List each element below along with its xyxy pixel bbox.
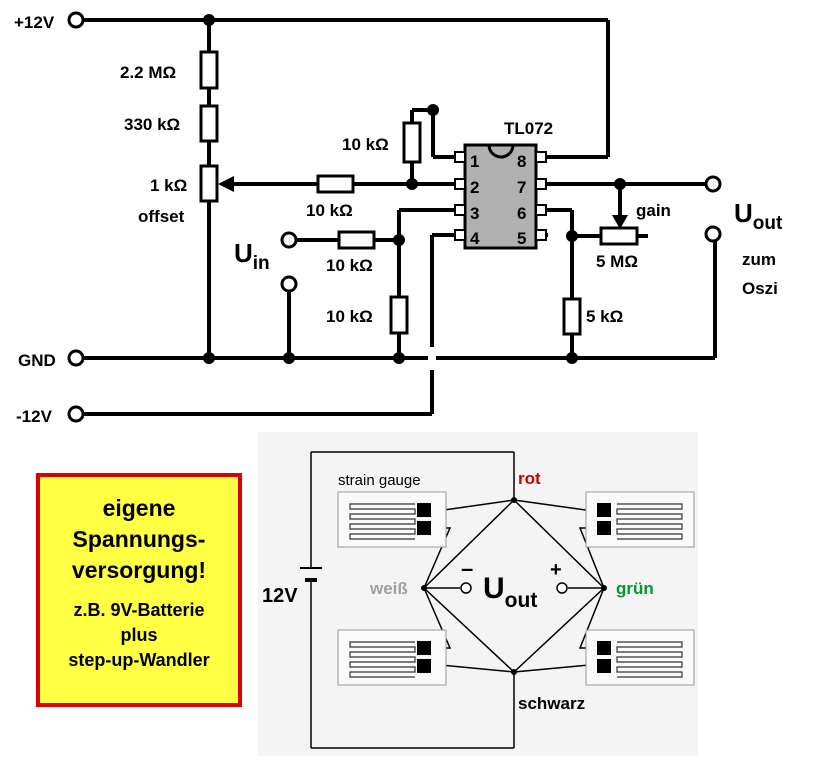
label-r-input-inv: 10 kΩ	[306, 201, 353, 220]
label-gain: gain	[636, 201, 671, 220]
label-r-top: 2.2 MΩ	[120, 63, 176, 82]
label-bridge-plus: +	[550, 559, 562, 581]
terminal-pos	[67, 11, 85, 29]
ic-pin-5: 5	[517, 229, 526, 248]
pot-offset	[199, 164, 219, 203]
bridge-panel	[258, 432, 698, 756]
label-rail-pos: +12V	[14, 13, 55, 32]
offset-pot-wiper-arrow	[218, 176, 234, 192]
bridge-terminal-minus	[460, 582, 472, 594]
resistor-330k	[199, 104, 219, 143]
label-pot-offset-value: 1 kΩ	[150, 176, 187, 195]
terminal-uin-minus	[280, 275, 298, 293]
label-r-feedback: 10 kΩ	[342, 135, 389, 154]
label-uout-note1: zum	[742, 250, 776, 269]
label-r-gain-ground: 5 kΩ	[586, 307, 623, 326]
ic-pin-7: 7	[517, 178, 526, 197]
label-r-ground-noninv: 10 kΩ	[326, 307, 373, 326]
label-bridge-minus: –	[461, 556, 473, 581]
resistor-2-2M	[199, 50, 219, 90]
label-wire-rot: rot	[518, 469, 541, 488]
strain-gauge-bottom-left	[337, 629, 447, 686]
terminal-gnd	[67, 349, 85, 367]
ic-pin-6: 6	[517, 204, 526, 223]
terminal-uin-plus	[280, 231, 298, 249]
label-r-input-noninv: 10 kΩ	[326, 256, 373, 275]
ic-pin-3: 3	[470, 204, 479, 223]
label-wire-schwarz: schwarz	[518, 694, 585, 713]
label-ic: TL072	[504, 119, 553, 138]
strain-gauge-top-left	[337, 491, 447, 548]
label-wire-gruen: grün	[616, 579, 654, 598]
note-line-1: eigene	[102, 495, 176, 521]
label-battery: 12V	[262, 585, 298, 607]
label-uout-note2: Oszi	[742, 279, 778, 298]
pot-gain	[599, 226, 639, 246]
ic-pin-1: 1	[470, 152, 479, 171]
ic-pin-8: 8	[517, 152, 526, 171]
ic-pin-4: 4	[470, 229, 480, 248]
battery-symbol	[300, 567, 322, 582]
terminal-uout-plus	[704, 175, 722, 193]
note-line-2: Spannungs-	[72, 526, 206, 552]
label-uout: Uout	[734, 198, 783, 234]
label-pot-offset: offset	[138, 207, 185, 226]
label-bridge-uout: Uout	[483, 572, 537, 612]
label-uin: Uin	[234, 238, 270, 274]
bridge-terminal-plus	[556, 582, 568, 594]
label-strain-gauge: strain gauge	[338, 472, 421, 489]
strain-gauge-bottom-right	[585, 629, 695, 686]
ic-tl072	[454, 143, 547, 250]
note-line-4: z.B. 9V-Batterie	[73, 600, 205, 620]
note-line-5: plus	[120, 625, 158, 645]
note-box-power-supply: eigene Spannungs- versorgung! z.B. 9V-Ba…	[36, 473, 242, 707]
note-line-3: versorgung!	[71, 557, 207, 583]
gain-pot-wiper-arrow	[612, 215, 628, 229]
label-r-mid: 330 kΩ	[124, 115, 180, 134]
label-rail-neg: -12V	[16, 407, 53, 426]
label-rail-gnd: GND	[18, 351, 56, 370]
label-wire-weiss: weiß	[369, 579, 408, 598]
resistor-input-noninv	[337, 230, 376, 250]
terminal-uout-minus	[704, 225, 722, 243]
resistor-5k	[562, 297, 582, 336]
resistor-feedback	[402, 121, 422, 164]
ic-pin-2: 2	[470, 178, 479, 197]
resistor-ground-noninv	[389, 295, 409, 335]
strain-gauge-top-right	[585, 491, 695, 548]
note-line-6: step-up-Wandler	[68, 650, 210, 670]
resistor-input-inv	[316, 174, 355, 194]
label-pot-gain: 5 MΩ	[596, 252, 638, 271]
terminal-neg	[67, 405, 85, 423]
